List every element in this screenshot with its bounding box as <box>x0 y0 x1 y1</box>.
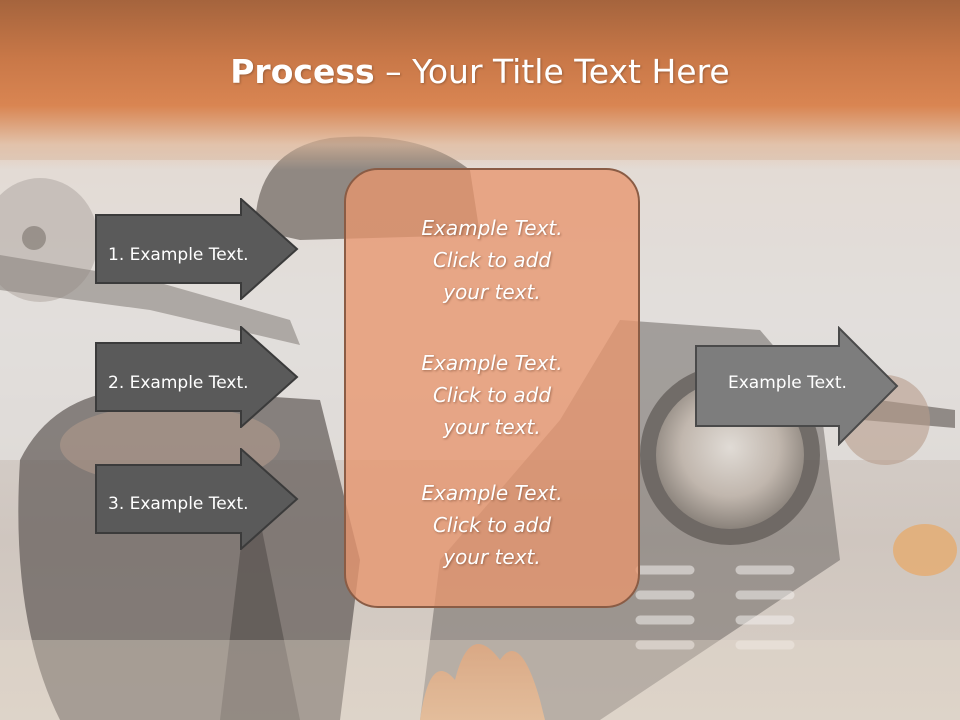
paragraph-line: Click to add <box>432 383 552 407</box>
right-arrow[interactable] <box>694 326 900 446</box>
center-paragraph-3: Example Text. Click to add your text. <box>344 477 640 573</box>
paragraph-line: Click to add <box>432 513 552 537</box>
left-arrow-2-label: 2. Example Text. <box>108 373 249 393</box>
title-rest: – Your Title Text Here <box>374 52 730 91</box>
paragraph-line: your text. <box>443 415 541 439</box>
title-bold: Process <box>230 52 375 91</box>
left-arrow-1[interactable] <box>94 198 300 300</box>
center-paragraph-1: Example Text. Click to add your text. <box>344 212 640 308</box>
center-paragraph-2: Example Text. Click to add your text. <box>344 347 640 443</box>
paragraph-line: Example Text. <box>421 481 563 505</box>
left-arrow-3-label: 3. Example Text. <box>108 494 249 514</box>
left-arrow-1-label: 1. Example Text. <box>108 245 249 265</box>
paragraph-line: Click to add <box>432 248 552 272</box>
paragraph-line: Example Text. <box>421 216 563 240</box>
left-arrow-3[interactable] <box>94 448 300 550</box>
slide-title[interactable]: Process – Your Title Text Here <box>0 52 960 91</box>
header-band <box>0 0 960 170</box>
center-text-box[interactable] <box>344 168 640 608</box>
paragraph-line: your text. <box>443 545 541 569</box>
paragraph-line: Example Text. <box>421 351 563 375</box>
left-arrow-2[interactable] <box>94 326 300 428</box>
paragraph-line: your text. <box>443 280 541 304</box>
right-arrow-label: Example Text. <box>728 373 847 393</box>
